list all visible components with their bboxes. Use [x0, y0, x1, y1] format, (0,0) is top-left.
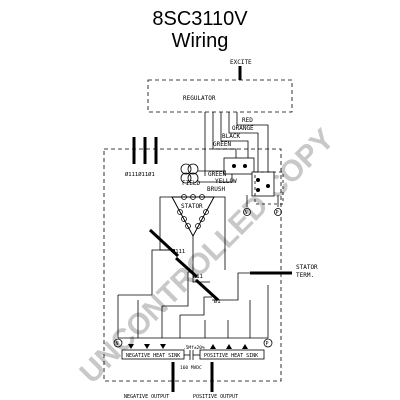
diagram-subtitle: Wiring [171, 30, 229, 52]
wire-yellow-label: YELLOW [215, 178, 237, 185]
phase3-label: Ø111 [172, 248, 185, 255]
rectifier-wiring [117, 285, 269, 339]
terminal-dot [266, 184, 270, 188]
n-terminal-bottom [113, 338, 123, 348]
wire-green-field-label: GREEN [208, 171, 226, 178]
n-symbol: N [245, 210, 248, 216]
negative-heat-sink [121, 349, 185, 360]
phase-studs [132, 137, 158, 164]
brush-label: BRUSH [207, 186, 225, 193]
p-symbol-bottom: P [266, 341, 269, 347]
field-label: FIELD [182, 180, 200, 187]
wire-black-label: BLACK [222, 133, 240, 140]
diode-array [128, 344, 248, 349]
n-terminal-top [243, 195, 251, 216]
capacitor-voltage: 160 MVDC [180, 365, 202, 371]
stator-winding [171, 196, 215, 238]
stator-term-label: STATOR [296, 264, 318, 271]
p-terminal-top [274, 195, 282, 216]
excite-label: EXCITE [230, 59, 252, 66]
terminal-dot [256, 178, 260, 182]
positive-heat-sink [199, 349, 265, 360]
phase-stud-diagonal [148, 228, 220, 302]
stator-term-wire [212, 272, 250, 301]
regulator-label: REGULATOR [183, 95, 216, 102]
capacitor-label: .5Mf±20% [183, 345, 205, 351]
capacitor [184, 350, 200, 360]
neg-sink-label: NEGATIVE HEAT SINK [126, 353, 180, 359]
pos-output-label: POSITIVE OUTPUT [193, 394, 238, 400]
phase2-label: Ø11 [193, 273, 203, 280]
p-symbol: P [276, 210, 279, 216]
terminal-dot [256, 188, 260, 192]
phase-stud-labels: Ø111Ø11Ø1 [125, 171, 155, 178]
stator-term-label2: TERM. [296, 272, 314, 279]
field-terminal-block [223, 157, 255, 175]
wire-orange-label: ORANGE [232, 125, 254, 132]
terminal-dot [243, 164, 247, 168]
p-terminal-bottom [263, 338, 273, 348]
diagram-title: 8SC3110V [152, 8, 248, 30]
stator-coils [177, 194, 209, 229]
neg-output-label: NEGATIVE OUTPUT [124, 394, 169, 400]
regulator-box [147, 79, 293, 113]
regulator-connector-outline [254, 171, 284, 205]
wire-green-label: GREEN [213, 141, 231, 148]
wire-red-label: RED [242, 117, 253, 124]
alternator-housing [103, 148, 282, 382]
terminal-dot [232, 164, 236, 168]
field-coil [180, 163, 233, 184]
phase1-label: Ø1 [214, 298, 221, 305]
pos-sink-label: POSITIVE HEAT SINK [204, 353, 258, 359]
stator-label: STATOR [181, 203, 203, 210]
n-symbol-bottom: N [116, 341, 119, 347]
